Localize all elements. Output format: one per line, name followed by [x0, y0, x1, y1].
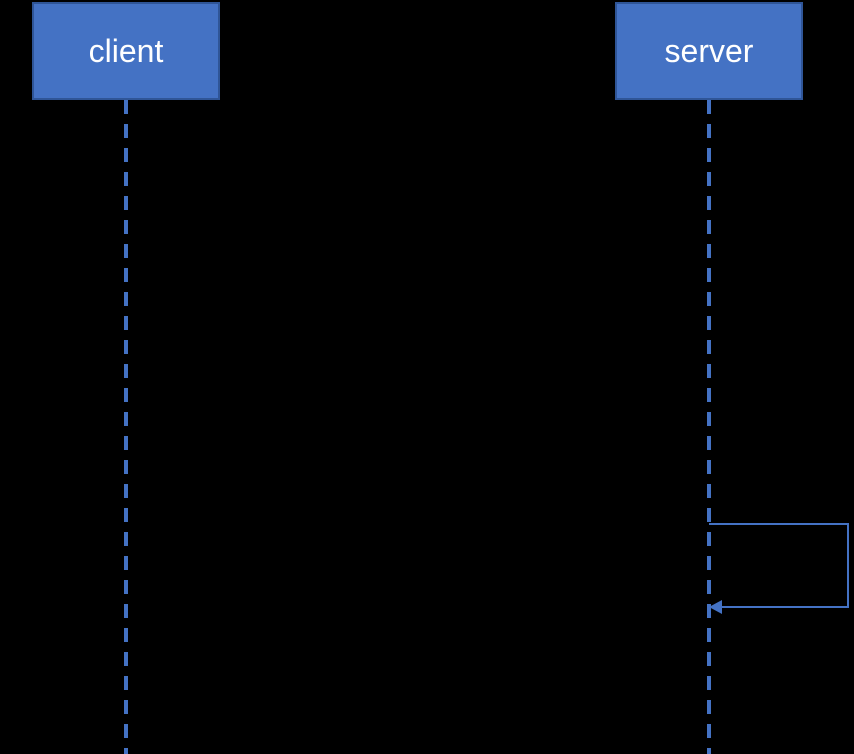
self-call-message-server[interactable]: [695, 510, 854, 621]
self-call-arrow-icon: [709, 523, 849, 614]
participant-box-client[interactable]: client: [32, 2, 220, 100]
participant-label-client: client: [88, 33, 164, 69]
participant-label-server: server: [664, 33, 754, 69]
participant-box-server[interactable]: server: [615, 2, 803, 100]
lifeline-server: [707, 100, 711, 754]
lifeline-client: [124, 100, 128, 754]
